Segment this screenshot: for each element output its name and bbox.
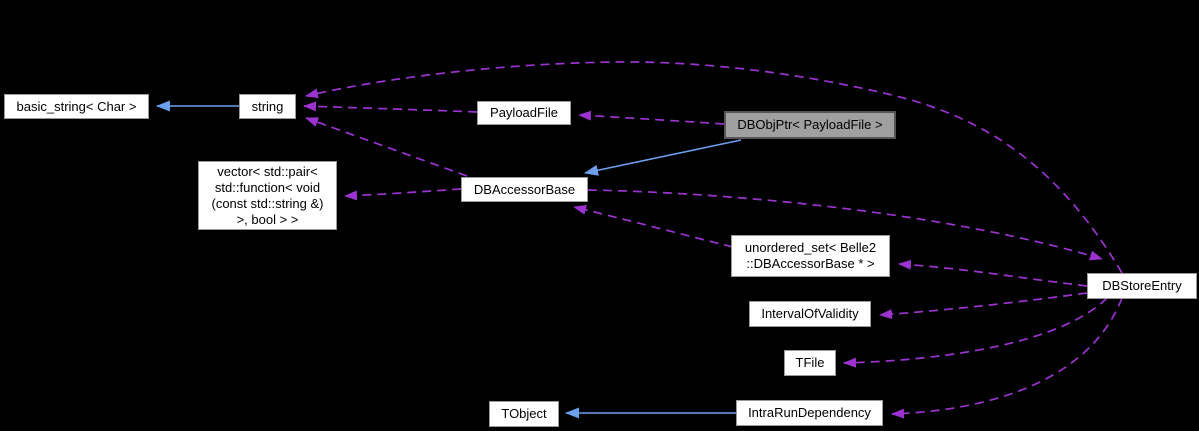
node-dbaccessorbase[interactable]: DBAccessorBase [461, 177, 588, 202]
edge-unordered-set-to-dbaccessorbase [573, 204, 734, 248]
edge-dbstoreentry-to-unordered-set [898, 259, 1088, 287]
node-unordered-set[interactable]: unordered_set< Belle2 ::DBAccessorBase *… [731, 235, 890, 277]
edge-dbaccessorbase-to-vector [344, 188, 462, 201]
node-tobject[interactable]: TObject [489, 401, 559, 427]
edge-dbobjptr-to-payloadfile [578, 110, 725, 125]
node-intrarundependency[interactable]: IntraRunDependency [736, 400, 883, 426]
edge-dbstoreentry-to-intervalofvalidity [879, 292, 1088, 320]
node-string[interactable]: string [239, 94, 296, 119]
edge-dbobjptr-to-dbaccessorbase [584, 139, 742, 176]
node-basic-string[interactable]: basic_string< Char > [4, 94, 149, 119]
node-vector-pair-function[interactable]: vector< std::pair< std::function< void (… [198, 161, 337, 230]
edge-dbstoreentry-to-string [305, 61, 1123, 274]
edge-dbaccessorbase-to-string [305, 117, 468, 177]
node-dbobjptr-payloadfile: DBObjPtr< PayloadFile > [724, 111, 896, 139]
node-payloadfile[interactable]: PayloadFile [477, 101, 571, 125]
edge-payloadfile-to-string [303, 101, 478, 113]
node-intervalofvalidity[interactable]: IntervalOfValidity [749, 301, 871, 327]
node-tfile[interactable]: TFile [784, 350, 836, 376]
edge-dbaccessorbase-to-dbstoreentry [587, 189, 1103, 261]
edge-dbstoreentry-to-intrarundependency [891, 297, 1123, 419]
edge-dbstoreentry-to-tfile [843, 297, 1108, 368]
node-dbstoreentry[interactable]: DBStoreEntry [1087, 273, 1197, 299]
